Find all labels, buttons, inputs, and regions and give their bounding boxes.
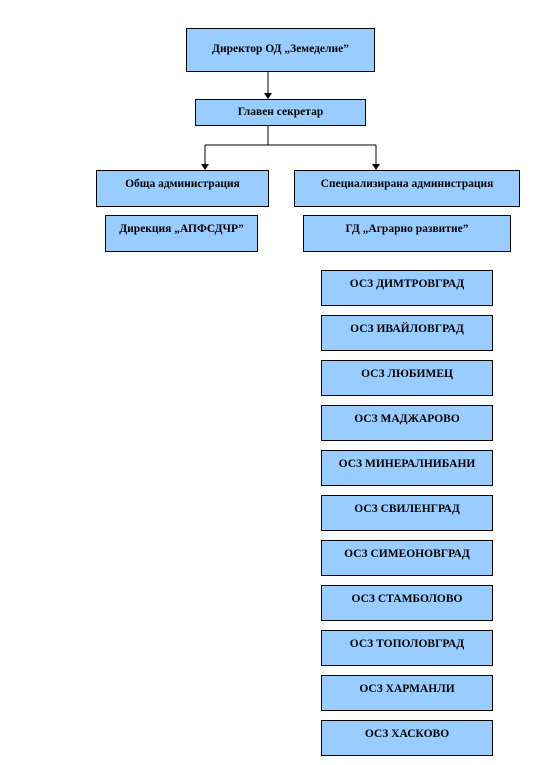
office-box: ОСЗ СТАМБОЛОВО xyxy=(321,585,493,621)
specialized-admin-label: Специализирана администрация xyxy=(320,178,494,190)
office-label: ОСЗ МАДЖАРОВО xyxy=(354,413,460,425)
office-label: ОСЗ ХАСКОВО xyxy=(364,728,450,740)
office-label: ОСЗ ЛЮБИМЕЦ xyxy=(361,368,453,380)
specialized-admin-box: Специализирана администрация xyxy=(294,170,520,207)
directorate-label: Дирекция „АПФСДЧР” xyxy=(119,223,244,235)
office-box: ОСЗ ЛЮБИМЕЦ xyxy=(321,360,493,396)
office-label: ОСЗ СИМЕОНОВГРАД xyxy=(344,548,470,560)
office-label: ОСЗ СТАМБОЛОВО xyxy=(351,593,463,605)
office-label: ОСЗ ИВАЙЛОВГРАД xyxy=(350,323,464,335)
office-label: ОСЗ СВИЛЕНГРАД xyxy=(354,503,460,515)
office-label: ОСЗ МИНЕРАЛНИБАНИ xyxy=(338,458,476,470)
office-label: ОСЗ ДИМТРОВГРАД xyxy=(349,278,465,290)
office-label: ОСЗ ХАРМАНЛИ xyxy=(359,683,455,695)
office-box: ОСЗ ДИМТРОВГРАД xyxy=(321,270,493,306)
office-box: ОСЗ ХАРМАНЛИ xyxy=(321,675,493,711)
general-admin-label: Обща администрация xyxy=(125,178,240,190)
office-box: ОСЗ МИНЕРАЛНИБАНИ xyxy=(321,450,493,486)
office-box: ОСЗ ИВАЙЛОВГРАД xyxy=(321,315,493,351)
gd-label: ГД „Аграрно развитие” xyxy=(345,223,469,235)
office-label: ОСЗ ТОПОЛОВГРАД xyxy=(349,638,465,650)
directorate-box: Дирекция „АПФСДЧР” xyxy=(105,215,258,252)
office-box: ОСЗ СИМЕОНОВГРАД xyxy=(321,540,493,576)
general-admin-box: Обща администрация xyxy=(96,170,269,207)
office-box: ОСЗ ТОПОЛОВГРАД xyxy=(321,630,493,666)
office-box: ОСЗ СВИЛЕНГРАД xyxy=(321,495,493,531)
office-box: ОСЗ МАДЖАРОВО xyxy=(321,405,493,441)
secretary-label: Главен секретар xyxy=(237,105,324,118)
office-box: ОСЗ ХАСКОВО xyxy=(321,720,493,756)
director-label: Директор ОД „Земеделие” xyxy=(212,43,349,56)
director-box: Директор ОД „Земеделие” xyxy=(186,28,375,72)
gd-box: ГД „Аграрно развитие” xyxy=(303,215,511,252)
secretary-box: Главен секретар xyxy=(195,99,366,126)
